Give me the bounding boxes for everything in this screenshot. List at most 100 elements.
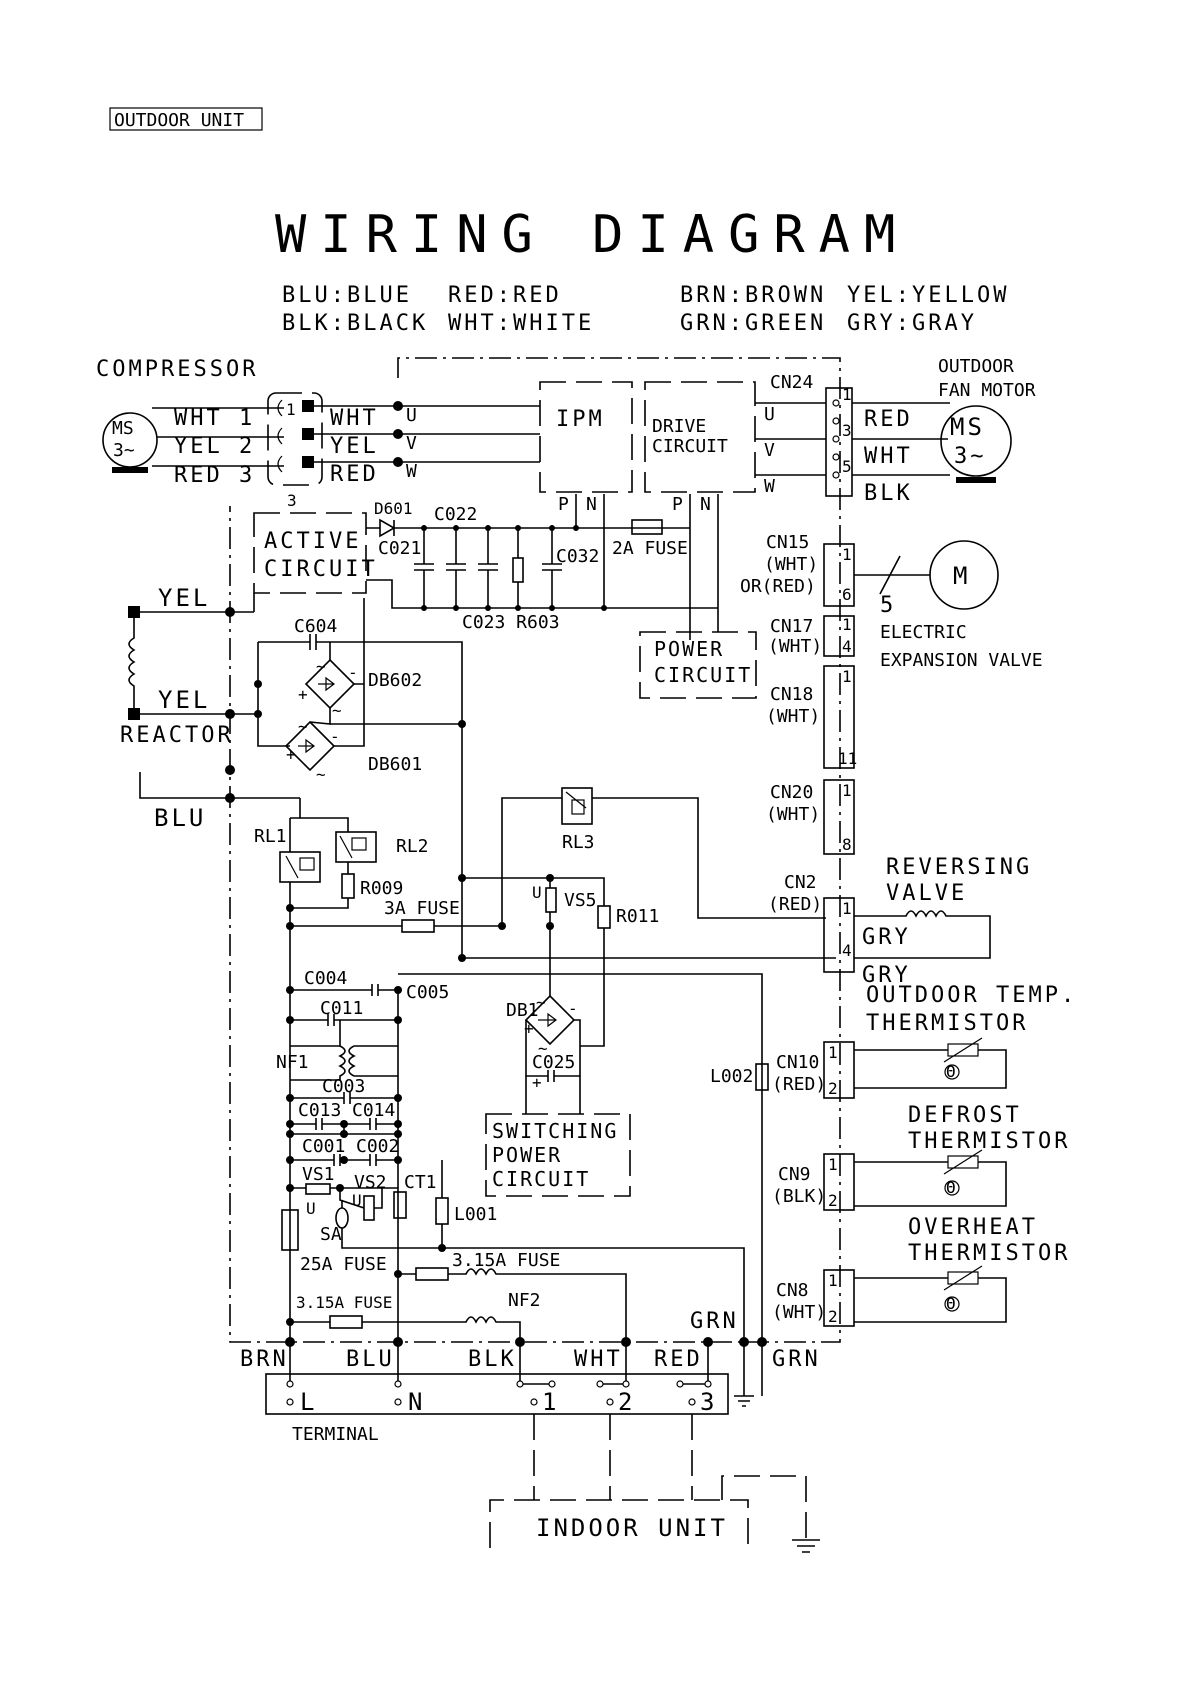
switching-power-circuit-block: SWITCHING POWER CIRCUIT — [485, 1113, 631, 1197]
vs1 — [305, 1183, 331, 1195]
vs1-u: U — [306, 1199, 316, 1218]
ipm-n: N — [586, 494, 597, 515]
compressor-connector: 1 3 — [267, 392, 323, 510]
cn24-pin-5: 5 — [842, 457, 852, 476]
legend-gry: GRY:GRAY — [847, 311, 977, 336]
drive-circuit-line1: DRIVE — [652, 416, 706, 437]
reversing-valve-wire2: GRY — [862, 963, 911, 988]
cn2-connector: CN2 (RED) 1 4 — [768, 872, 855, 973]
c025-plus: + — [532, 1073, 542, 1092]
cn10-sub1: (RED) — [772, 1074, 826, 1095]
cn9-pin-last: 2 — [828, 1191, 838, 1210]
ipm-label: IPM — [556, 407, 605, 432]
overheat-thermistor-line1: OVERHEAT — [908, 1215, 1038, 1240]
ipm-p: P — [558, 494, 569, 515]
vs2-u: U — [352, 1191, 362, 1210]
c011-label: C011 — [320, 998, 363, 1019]
vs2 — [363, 1195, 375, 1221]
terminal-wire-red: RED — [654, 1347, 703, 1372]
comp-wire-3: RED 3 — [174, 463, 255, 488]
cn20-connector: CN20 (WHT) 1 8 — [766, 779, 855, 855]
fan-motor-label-1: OUTDOOR — [938, 356, 1014, 377]
drive-circuit-block: DRIVE CIRCUIT P N — [644, 381, 756, 515]
cn9-label: CN9 — [778, 1164, 811, 1185]
fan-wire-wht: WHT — [864, 444, 913, 469]
c005-label: C005 — [406, 982, 449, 1003]
db601-tilde-top: ~ — [298, 717, 308, 736]
reversing-valve-coil — [854, 910, 991, 959]
rl1-label: RL1 — [254, 826, 287, 847]
r011 — [597, 905, 611, 929]
c023-r603-label: C023 R603 — [462, 612, 560, 633]
cn24-label: CN24 — [770, 372, 813, 393]
terminal-wire-wht: WHT — [574, 1347, 623, 1372]
defrost-thermistor-line2: THERMISTOR — [908, 1129, 1070, 1154]
db602-tilde-bottom: ~ — [332, 701, 342, 720]
db1-plus: + — [524, 1019, 534, 1038]
ct1 — [393, 1191, 407, 1219]
reactor-blu-wire: BLU — [154, 804, 206, 832]
fuse-2a — [631, 519, 663, 535]
cn15-sub2: OR(RED) — [740, 576, 816, 597]
rl2-relay — [335, 831, 377, 863]
cn10-label: CN10 — [776, 1052, 819, 1073]
nf2-label: NF2 — [508, 1290, 541, 1311]
drive-v: V — [764, 440, 775, 461]
c001-label: C001 — [302, 1136, 345, 1157]
compressor-label: COMPRESSOR — [96, 357, 258, 382]
nf1-label: NF1 — [276, 1052, 309, 1073]
expansion-valve-motor: M — [929, 540, 999, 610]
legend-red: RED:RED — [448, 283, 562, 308]
reactor-label: REACTOR — [120, 723, 234, 748]
db602-bridge: + - ~ ~ — [298, 657, 358, 720]
cn15-sub1: (WHT) — [764, 554, 818, 575]
r011-label: R011 — [616, 906, 659, 927]
ground-icon — [734, 1390, 754, 1407]
drive-p: P — [672, 494, 683, 515]
cn24-connector: 1 3 5 — [825, 385, 853, 497]
expansion-motor-m: M — [953, 562, 970, 590]
c032-label: C032 — [556, 546, 599, 567]
cn17-sub1: (WHT) — [768, 636, 822, 657]
legend-blu: BLU:BLUE — [282, 283, 412, 308]
db601-bridge: + - ~ ~ — [284, 717, 340, 784]
terminal-2: 2 — [618, 1388, 635, 1416]
c604-label: C604 — [294, 616, 337, 637]
db602-tilde-top: ~ — [316, 657, 326, 676]
fuse-3a-label: 3A FUSE — [384, 898, 460, 919]
reactor-wire-2: YEL — [158, 686, 210, 714]
rl2-label: RL2 — [396, 836, 429, 857]
legend-yel: YEL:YELLOW — [847, 283, 1009, 308]
cn20-pin-last: 8 — [842, 835, 852, 854]
c004-label: C004 — [304, 968, 347, 989]
cn18-label: CN18 — [770, 684, 813, 705]
fan-motor-label-2: FAN MOTOR — [938, 380, 1036, 401]
comp-out-wire-1: WHT — [330, 406, 379, 431]
cn2-label: CN2 — [784, 872, 817, 893]
c002-label: C002 — [356, 1136, 399, 1157]
db602-plus: + — [298, 685, 308, 704]
cn9-pin-first: 1 — [828, 1155, 838, 1174]
terminal-3: 3 — [700, 1388, 717, 1416]
fuse-2a-label: 2A FUSE — [612, 538, 688, 559]
c014-label: C014 — [352, 1100, 395, 1121]
ct1-label: CT1 — [404, 1172, 437, 1193]
l001 — [435, 1197, 449, 1225]
terminal-l: L — [300, 1388, 317, 1416]
bus-capacitors — [414, 525, 607, 611]
outdoor-thermistor-line1: OUTDOOR TEMP. — [866, 983, 1077, 1008]
cn15-connector: CN15 (WHT) OR(RED) 1 6 — [740, 532, 855, 607]
legend-wht: WHT:WHITE — [448, 311, 594, 336]
expansion-valve-line1: ELECTRIC — [880, 622, 967, 643]
db601-minus: - — [330, 727, 340, 746]
cn10-pin-first: 1 — [828, 1043, 838, 1062]
cn20-label: CN20 — [770, 782, 813, 803]
d601-label: D601 — [374, 499, 413, 518]
cn24-pin-3: 3 — [842, 421, 852, 440]
cn17-label: CN17 — [770, 616, 813, 637]
fan-motor: MS 3~ — [940, 405, 1012, 483]
rl3-label: RL3 — [562, 832, 595, 853]
fuse-315a-2 — [329, 1315, 363, 1329]
indoor-ground-icon — [792, 1539, 820, 1553]
